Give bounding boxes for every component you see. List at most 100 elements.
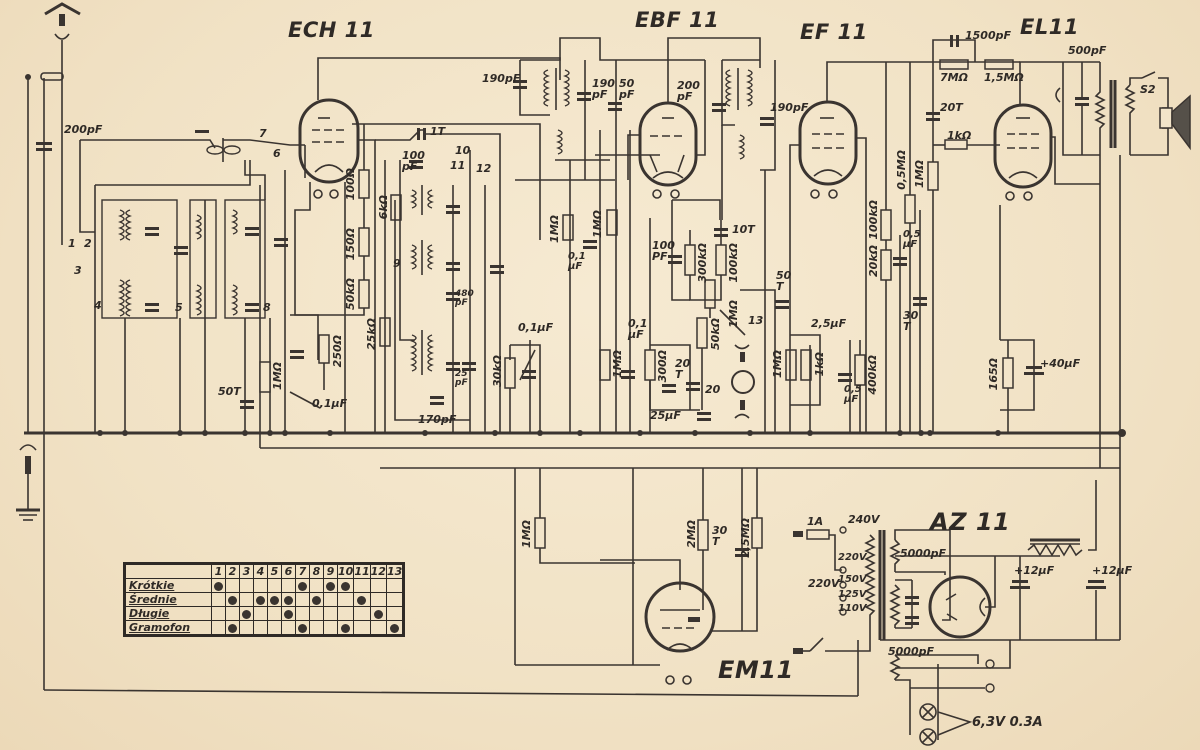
switch-cell — [239, 620, 254, 636]
switch-cell — [253, 578, 268, 593]
component-label: 1MΩ — [913, 160, 926, 188]
component-label: 20 — [705, 383, 721, 396]
component-label: 200 pF — [677, 79, 700, 103]
component-label: 1MΩ — [548, 215, 561, 243]
tube-label-el11: EL11 — [1020, 15, 1079, 39]
component-label: 1MΩ — [727, 300, 740, 328]
switch-cell — [253, 592, 268, 607]
contact-closed-dot-icon — [390, 623, 400, 633]
component-label: 0,5 μF — [903, 229, 921, 250]
switch-label: 2 — [84, 237, 92, 250]
switch-cell — [239, 606, 254, 621]
component-label: 200pF — [64, 123, 103, 136]
contact-closed-dot-icon — [341, 623, 351, 633]
switch-cell — [309, 578, 324, 593]
component-label: +40μF — [1040, 357, 1081, 370]
switch-cell — [225, 606, 240, 621]
switch-cell — [295, 606, 310, 621]
component-label: 1kΩ — [947, 129, 972, 142]
switch-row-krotkie: Krótkie — [124, 578, 405, 593]
component-label: 30 T — [712, 524, 728, 548]
switch-label: 7 — [259, 127, 267, 140]
component-label: 25kΩ — [365, 318, 378, 350]
band-label: Krótkie — [124, 578, 212, 593]
switch-column-header: 3 — [239, 563, 254, 579]
tube-el11-icon — [993, 103, 1053, 201]
component-label: 2,5μF — [811, 317, 847, 330]
switch-cell — [336, 606, 355, 621]
voltage-tap-label: 220V — [838, 552, 867, 563]
contact-closed-dot-icon — [228, 623, 237, 633]
switch-cell — [281, 592, 296, 607]
switch-column-header: 10 — [336, 563, 355, 579]
switch-cell — [211, 606, 226, 621]
component-label: 25 pF — [455, 369, 468, 388]
switch-cell — [225, 592, 240, 607]
component-label: 20T — [940, 101, 963, 114]
switch-column-header: 5 — [267, 563, 282, 579]
switch-cell — [353, 606, 371, 621]
tube-label-az11: AZ 11 — [930, 508, 1011, 536]
switch-cell — [336, 578, 355, 593]
switch-cell — [336, 592, 355, 607]
component-label: 50T — [218, 385, 241, 398]
switch-column-header: 12 — [369, 563, 387, 579]
contact-closed-dot-icon — [270, 595, 279, 605]
switch-cell — [267, 620, 282, 636]
contact-closed-dot-icon — [312, 595, 321, 605]
switch-label: 8 — [263, 301, 271, 314]
component-label: 190 pF — [592, 77, 615, 101]
component-label: +12μF — [1014, 564, 1055, 577]
component-label: 400kΩ — [866, 355, 879, 395]
switch-label: 13 — [748, 314, 764, 327]
switch-cell — [211, 620, 226, 636]
switch-row-dlugie: Długie — [124, 606, 405, 621]
switch-label: 6 — [273, 147, 281, 160]
ground-icon — [16, 444, 40, 521]
component-label: 100kΩ — [867, 200, 880, 240]
component-label: 0,1 μF — [568, 251, 586, 272]
component-label: 1MΩ — [611, 350, 624, 378]
component-label: 50 T — [776, 269, 792, 293]
component-label: 0,1μF — [312, 397, 348, 410]
tube-label-ech11: ECH 11 — [288, 18, 375, 42]
component-label: 7MΩ — [940, 71, 968, 84]
tube-label-ef11: EF 11 — [800, 20, 868, 44]
switch-row-gramofon: Gramofon — [124, 620, 405, 636]
contact-closed-dot-icon — [326, 581, 335, 591]
component-label: 50kΩ — [709, 318, 722, 350]
component-label: 1MΩ — [771, 350, 784, 378]
switch-column-header: 7 — [295, 563, 310, 579]
component-label: 30kΩ — [491, 355, 504, 387]
contact-closed-dot-icon — [298, 581, 307, 591]
contact-closed-dot-icon — [242, 609, 251, 619]
switch-column-header: 4 — [253, 563, 268, 579]
component-label: 190pF — [770, 101, 809, 114]
component-label: 1T — [430, 125, 446, 138]
oscillator-coil-icon — [206, 138, 241, 162]
component-label: +12μF — [1092, 564, 1133, 577]
switch-cell — [323, 592, 338, 607]
switch-cell — [239, 578, 254, 593]
switch-cell — [239, 592, 254, 607]
component-label: 100kΩ — [727, 243, 740, 283]
antenna-icon — [44, 2, 81, 228]
switch-row-srednie: Średnie — [124, 592, 405, 607]
component-label: 1MΩ — [591, 210, 604, 238]
switch-label: 11 — [450, 159, 466, 172]
switch-column-header: 6 — [281, 563, 296, 579]
tube-label-em11: EM11 — [718, 656, 794, 684]
fuse-label: 1A — [807, 515, 824, 528]
switch-label: 10 — [455, 144, 471, 157]
switch-table-corner — [124, 563, 212, 579]
switch-label-s2: S2 — [1140, 83, 1156, 96]
component-label: 5000pF — [900, 547, 947, 560]
contact-closed-dot-icon — [373, 609, 383, 619]
switch-label: 5 — [175, 301, 183, 314]
switch-cell — [309, 606, 324, 621]
switch-label: 3 — [74, 264, 82, 277]
mains-voltage-label: 220V — [808, 577, 840, 590]
switch-column-header: 9 — [323, 563, 338, 579]
switch-cell — [369, 620, 387, 636]
